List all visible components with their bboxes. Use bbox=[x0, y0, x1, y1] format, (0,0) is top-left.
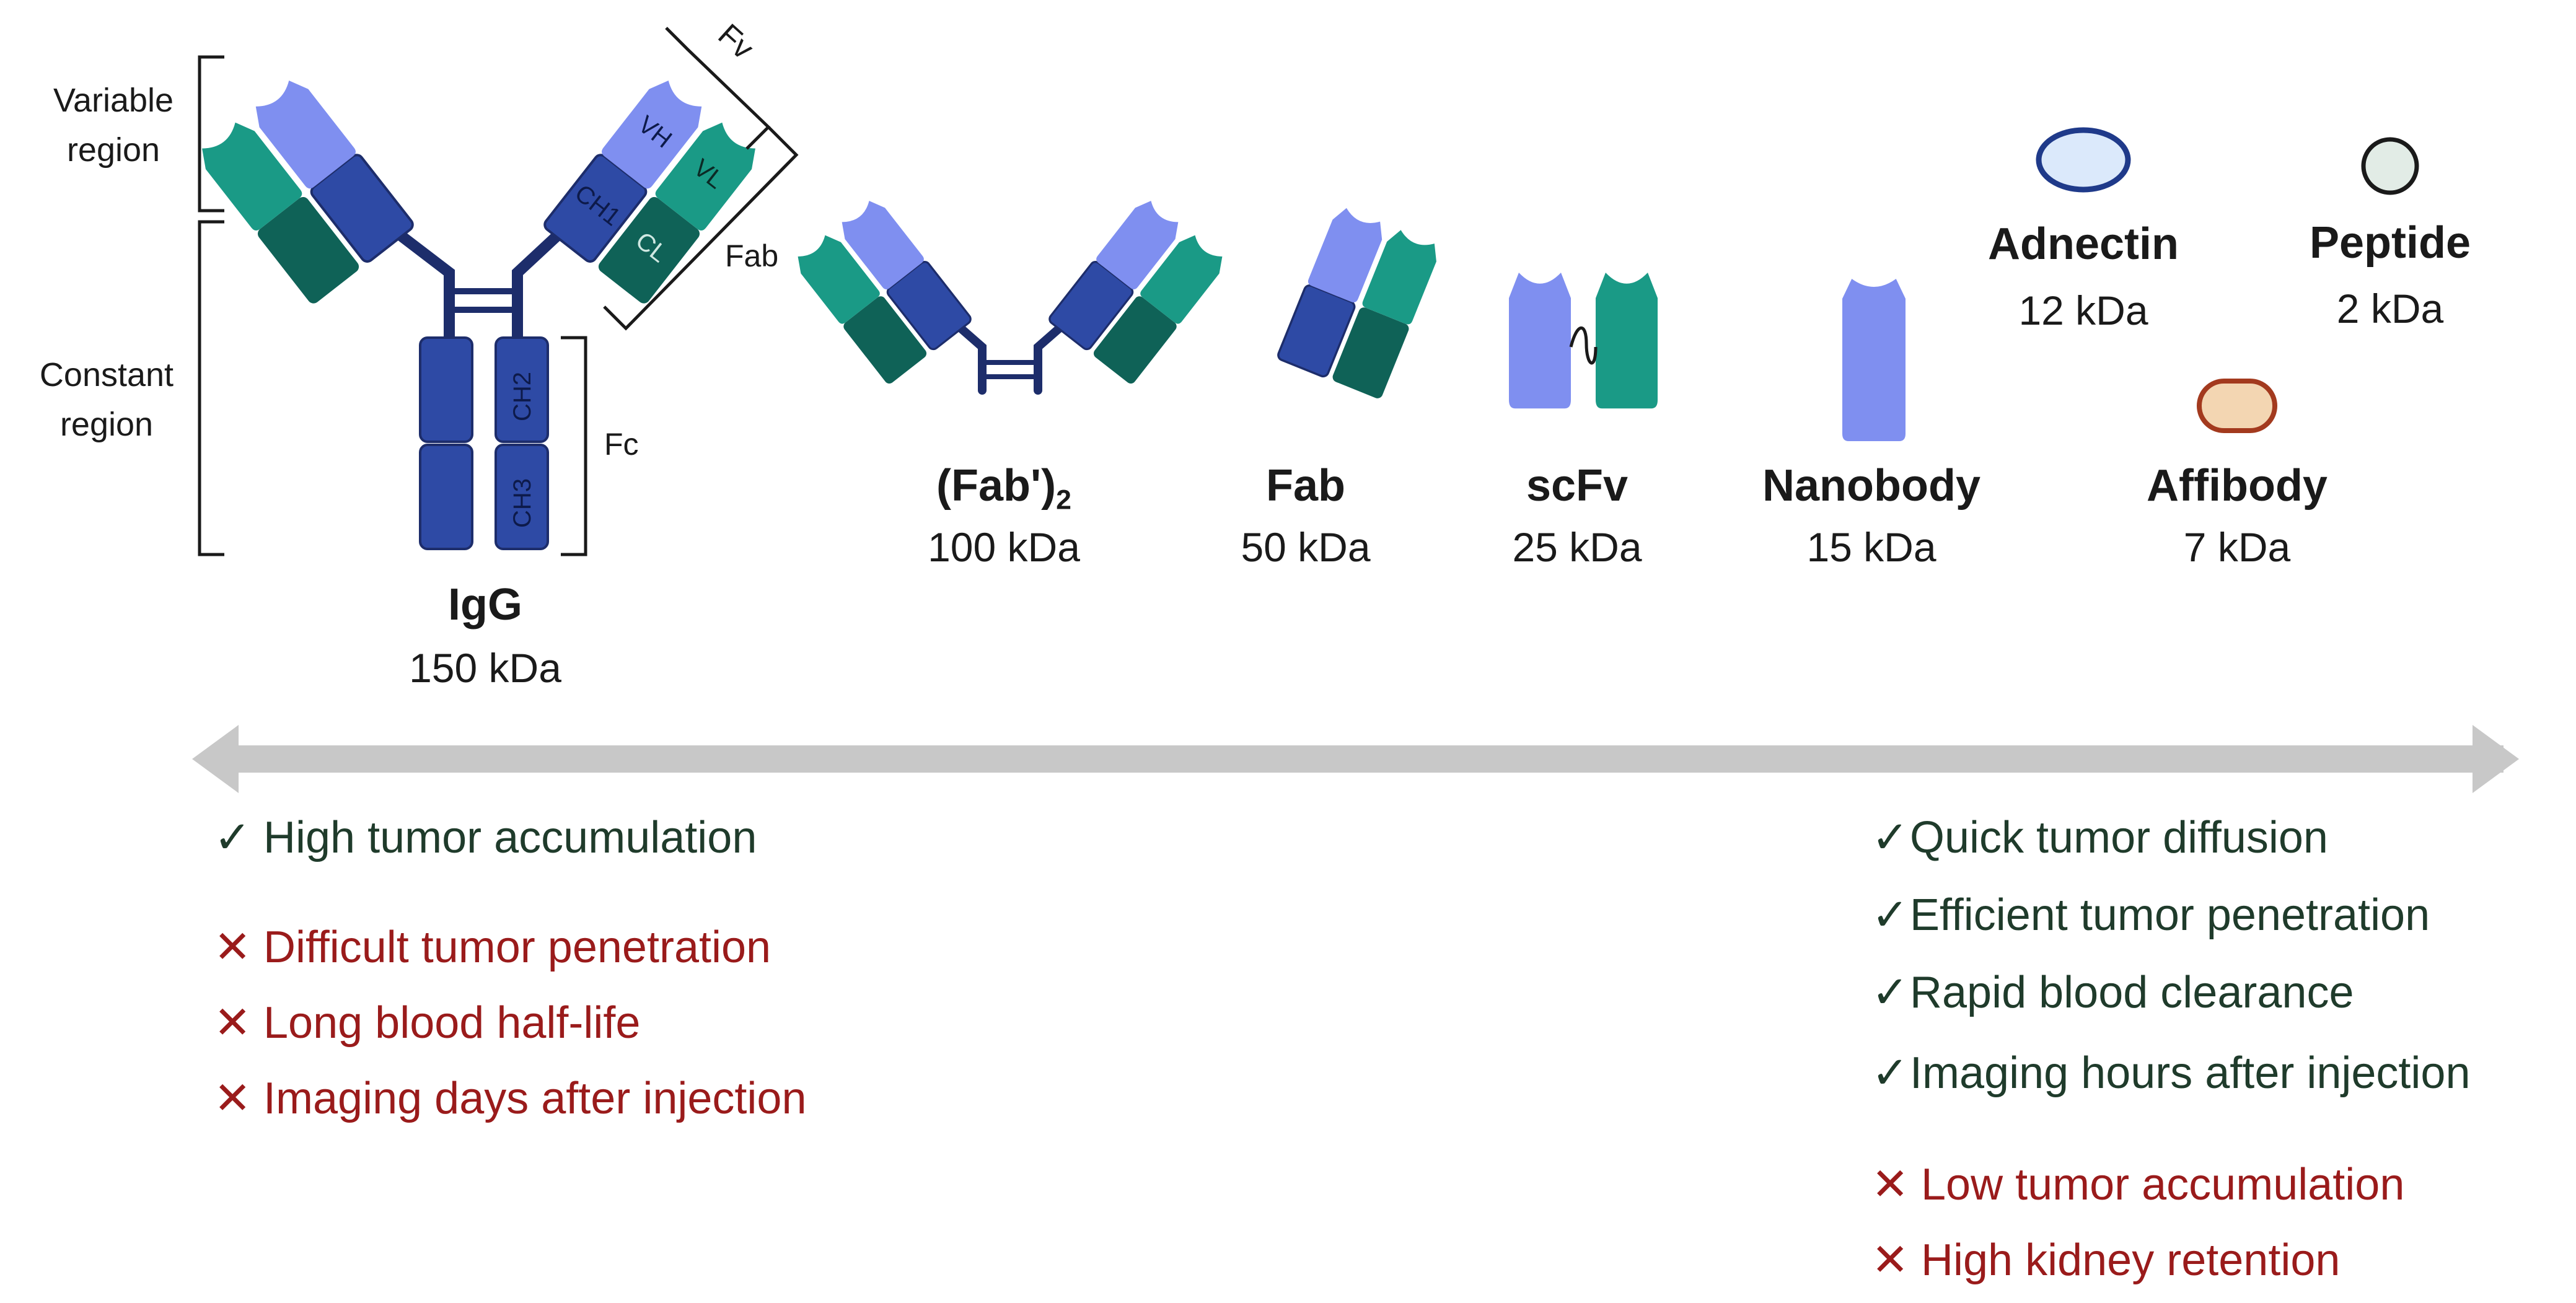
igg-ch2-label: CH2 bbox=[509, 372, 536, 421]
small-con-2-text: High kidney retention bbox=[1921, 1235, 2341, 1285]
variable-region-line-2: region bbox=[66, 131, 160, 169]
igg-structure: VH VL CH1 CL CH2 CH3 bbox=[194, 27, 799, 556]
scfv-name: scFv bbox=[1526, 461, 1629, 511]
variable-region-bracket bbox=[198, 55, 224, 213]
fc-label: Fc bbox=[604, 427, 639, 462]
adnectin-shape bbox=[2036, 127, 2131, 193]
igg-fc: CH2 CH3 bbox=[419, 336, 549, 550]
cross-icon: ✕ bbox=[1871, 1160, 1909, 1209]
small-pro-1: ✓Quick tumor diffusion bbox=[1871, 815, 2328, 860]
nanobody-structure bbox=[1842, 279, 1906, 441]
adnectin-name: Adnectin bbox=[1987, 219, 2179, 269]
cross-icon: ✕ bbox=[1871, 1235, 1909, 1285]
constant-region-line-1: Constant bbox=[39, 356, 174, 393]
large-pro-1: ✓High tumor accumulation bbox=[214, 815, 757, 860]
scfv-kda: 25 kDa bbox=[1512, 524, 1642, 570]
scfv-vh-domain bbox=[1509, 273, 1571, 409]
large-con-3-text: Imaging days after injection bbox=[263, 1074, 807, 1123]
affibody-name: Affibody bbox=[2147, 461, 2328, 511]
scfv-structure bbox=[1509, 273, 1658, 409]
igg-left-ch3-domain bbox=[419, 444, 473, 550]
igg-name: IgG bbox=[448, 580, 522, 630]
peptide-name: Peptide bbox=[2309, 218, 2471, 268]
igg-right-ch3-domain bbox=[495, 444, 549, 550]
small-pro-4-text: Imaging hours after injection bbox=[1910, 1048, 2471, 1098]
small-con-2: ✕High kidney retention bbox=[1871, 1238, 2340, 1283]
igg-right-ch2-domain bbox=[495, 336, 549, 443]
small-con-1-text: Low tumor accumulation bbox=[1921, 1160, 2405, 1209]
igg-left-fab bbox=[194, 74, 414, 304]
scfv-linker bbox=[1569, 326, 1598, 365]
igg-hinge bbox=[391, 227, 566, 343]
small-pro-1-text: Quick tumor diffusion bbox=[1910, 813, 2328, 862]
fab-structure bbox=[1277, 204, 1443, 398]
large-con-1-text: Difficult tumor penetration bbox=[263, 923, 771, 972]
fab2-right-arm bbox=[1048, 196, 1229, 384]
variable-region-label: Variable region bbox=[53, 76, 174, 175]
size-axis-arrow bbox=[192, 725, 2519, 793]
igg-right-cl-domain bbox=[598, 196, 700, 304]
nanobody-kda: 15 kDa bbox=[1806, 524, 1936, 570]
peptide-kda: 2 kDa bbox=[2336, 286, 2444, 331]
affibody-kda: 7 kDa bbox=[2183, 524, 2291, 570]
fab2-name-subscript: 2 bbox=[1056, 485, 1071, 515]
fab2-kda: 100 kDa bbox=[928, 524, 1080, 570]
small-con-1: ✕Low tumor accumulation bbox=[1871, 1162, 2404, 1207]
nanobody-name: Nanobody bbox=[1762, 461, 1980, 511]
check-icon: ✓ bbox=[1871, 968, 1909, 1017]
fab-kda: 50 kDa bbox=[1241, 524, 1371, 570]
cross-icon: ✕ bbox=[214, 998, 252, 1048]
large-con-2: ✕Long blood half-life bbox=[214, 1001, 640, 1045]
igg-kda: 150 kDa bbox=[409, 645, 561, 691]
small-pro-4: ✓Imaging hours after injection bbox=[1871, 1051, 2471, 1095]
fab2-hinge bbox=[953, 321, 1067, 395]
check-icon: ✓ bbox=[1871, 1048, 1909, 1098]
scfv-vl-domain bbox=[1596, 273, 1658, 409]
fab-region-label: Fab bbox=[725, 239, 779, 273]
small-pro-3-text: Rapid blood clearance bbox=[1910, 968, 2354, 1017]
fab2-name-text: (Fab') bbox=[936, 461, 1057, 511]
fab2-name: (Fab')2 bbox=[936, 463, 1071, 514]
adnectin-kda: 12 kDa bbox=[2018, 287, 2148, 333]
constant-region-line-2: region bbox=[59, 406, 154, 443]
large-pro-1-text: High tumor accumulation bbox=[263, 813, 757, 862]
cross-icon: ✕ bbox=[214, 1074, 252, 1123]
igg-left-ch2-domain bbox=[419, 336, 473, 443]
igg-ch3-label: CH3 bbox=[509, 478, 536, 528]
large-con-3: ✕Imaging days after injection bbox=[214, 1076, 806, 1121]
fab2-left-arm bbox=[791, 196, 972, 384]
constant-region-bracket bbox=[198, 220, 224, 556]
affibody-shape bbox=[2197, 379, 2277, 433]
cross-icon: ✕ bbox=[214, 923, 252, 972]
large-con-1: ✕Difficult tumor penetration bbox=[214, 925, 771, 970]
small-pro-2-text: Efficient tumor penetration bbox=[1910, 890, 2430, 940]
check-icon: ✓ bbox=[214, 813, 252, 862]
fv-bracket bbox=[665, 27, 771, 150]
small-pro-2: ✓Efficient tumor penetration bbox=[1871, 893, 2430, 937]
fc-bracket bbox=[561, 336, 587, 556]
fab-bracket bbox=[603, 126, 799, 331]
igg-left-cl-domain bbox=[258, 196, 359, 304]
check-icon: ✓ bbox=[1871, 813, 1909, 862]
fab2-disulfide-bonds bbox=[982, 360, 1038, 379]
fab2-structure bbox=[791, 196, 1229, 395]
igg-disulfide-bonds bbox=[449, 288, 517, 313]
large-con-2-text: Long blood half-life bbox=[263, 998, 641, 1048]
peptide-shape bbox=[2361, 137, 2419, 195]
igg-brackets bbox=[198, 27, 799, 556]
igg-right-fab: VH VL CH1 CL bbox=[543, 74, 763, 304]
fab-name: Fab bbox=[1265, 461, 1346, 511]
variable-region-line-1: Variable bbox=[53, 82, 174, 119]
small-pro-3: ✓Rapid blood clearance bbox=[1871, 970, 2354, 1015]
constant-region-label: Constant region bbox=[40, 350, 174, 449]
check-icon: ✓ bbox=[1871, 890, 1909, 940]
